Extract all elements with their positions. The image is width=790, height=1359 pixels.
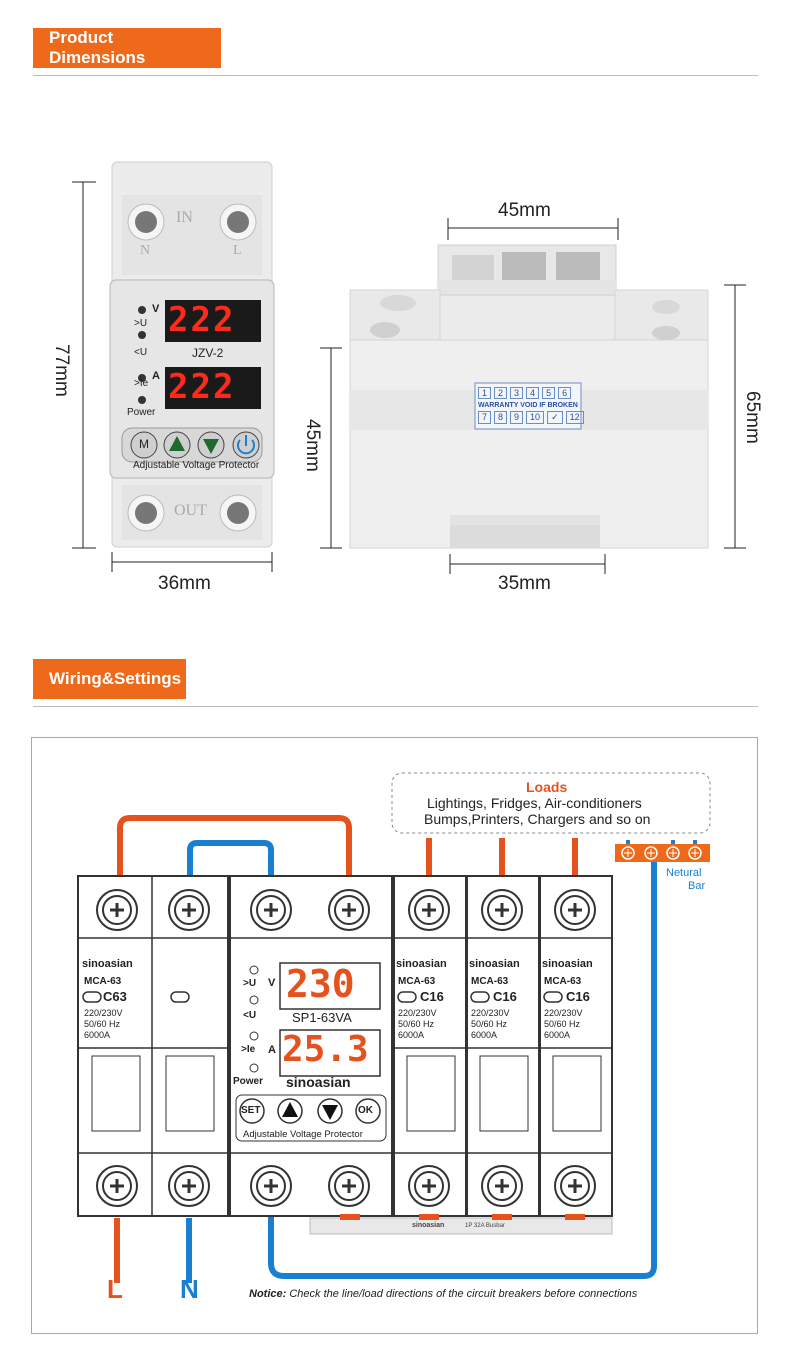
wiring-diagram-frame (31, 737, 758, 1334)
busbar-label: 1P 32A Busbar (465, 1223, 505, 1229)
front-btn-m: M (139, 437, 149, 451)
busbar-brand: sinoasian (412, 1222, 445, 1229)
protector-set-button: SET (241, 1105, 261, 1116)
loads-title: Loads (526, 779, 568, 795)
warranty-num: 10 (526, 411, 545, 424)
brand-label: sinoasian (82, 958, 133, 970)
spec-line: 50/60 Hz (84, 1019, 121, 1029)
spec-line: 50/60 Hz (398, 1019, 435, 1029)
loads-line-1: Lightings, Fridges, Air-conditioners (427, 795, 642, 811)
spec-line: 50/60 Hz (544, 1019, 581, 1029)
notice-text: Check the line/load directions of the ci… (289, 1288, 638, 1300)
warranty-text: WARRANTY VOID IF BROKEN (478, 402, 578, 409)
protector-display-current: 25.3 (282, 1029, 369, 1070)
line-label: L (107, 1274, 123, 1304)
front-ind-under-u: <U (134, 347, 148, 358)
spec-line: 220/230V (398, 1008, 437, 1018)
dim-side-top-width: 45mm (498, 200, 551, 221)
spec-line: 6000A (471, 1030, 498, 1040)
protector-ind-under-u: <U (243, 1010, 257, 1021)
dim-side-total-height: 65mm (742, 391, 763, 444)
branch-model-1: MCA-63 (398, 976, 436, 987)
warranty-num: 9 (510, 411, 524, 424)
warranty-num: 3 (510, 387, 524, 399)
warranty-num: ✓ (547, 411, 563, 424)
protector-ind-over-u: >U (243, 978, 257, 989)
warranty-num: 5 (542, 387, 556, 399)
protector-ok-button: OK (358, 1105, 373, 1116)
branch-model-2: MCA-63 (471, 976, 509, 987)
spec-line: 220/230V (84, 1008, 123, 1018)
front-ind-over-u: >U (134, 318, 148, 329)
terminal-in-label: IN (176, 209, 193, 226)
front-display-bottom: 222 (168, 367, 236, 407)
spec-line: 6000A (544, 1030, 571, 1040)
section-divider (33, 706, 758, 707)
terminal-n-label: N (140, 243, 151, 258)
protector-display-voltage: 230 (286, 962, 355, 1006)
protector-brand: sinoasian (286, 1074, 351, 1090)
protector-ind-over-i: >Ie (241, 1044, 256, 1055)
front-unit-v: V (152, 303, 160, 315)
front-view-device (72, 161, 275, 572)
warranty-num: 6 (558, 387, 572, 399)
warranty-num: 8 (494, 411, 508, 424)
dim-side-bottom-width: 35mm (498, 573, 551, 594)
main-breaker-specs: 220/230V 50/60 Hz 6000A (84, 1008, 123, 1041)
front-unit-a: A (152, 370, 160, 382)
warranty-num: 7 (478, 411, 492, 424)
neutral-bar-label: Netural (666, 867, 702, 879)
front-model: JZV-2 (192, 346, 224, 360)
loads-line-2: Bumps,Printers, Chargers and so on (424, 811, 651, 827)
neutral-label: N (180, 1274, 199, 1304)
neutral-bar-label-2: Bar (688, 880, 706, 892)
terminal-out-label: OUT (174, 502, 207, 519)
section-title-wiring: Wiring&Settings (33, 659, 186, 699)
spec-line: 220/230V (471, 1008, 510, 1018)
main-breaker-rating: C63 (103, 989, 127, 1004)
wiring-diagram (77, 772, 711, 1283)
warranty-num: 4 (526, 387, 540, 399)
warranty-numbers-top: 1 2 3 4 5 6 (478, 387, 572, 399)
notice-prefix: Notice: (249, 1288, 287, 1300)
spec-line: 50/60 Hz (471, 1019, 508, 1029)
spec-line: 6000A (84, 1030, 111, 1040)
protector-ind-power: Power (233, 1076, 264, 1087)
dim-side-inner-height: 45mm (302, 419, 323, 472)
front-display-top: 222 (168, 300, 236, 340)
side-view-device (320, 218, 746, 574)
terminal-l-label: L (233, 243, 242, 258)
spec-line: 220/230V (544, 1008, 583, 1018)
warranty-numbers-bottom: 7 8 9 10 ✓ 12 (478, 411, 584, 424)
protector-unit-a: A (268, 1044, 276, 1056)
warranty-num: 2 (494, 387, 508, 399)
dim-front-width: 36mm (158, 573, 211, 594)
branch-specs-1: 220/230V 50/60 Hz 6000A (398, 1008, 437, 1041)
branch-rating-3: C16 (566, 989, 590, 1004)
branch-rating-1: C16 (420, 989, 444, 1004)
front-ind-over-i: >Ie (134, 378, 149, 389)
protector-unit-v: V (268, 977, 276, 989)
branch-brand-1: sinoasian (396, 958, 447, 970)
front-caption: Adjustable Voltage Protector (133, 460, 260, 471)
branch-brand-3: sinoasian (542, 958, 593, 970)
branch-specs-2: 220/230V 50/60 Hz 6000A (471, 1008, 510, 1041)
section-title-dimensions: Product Dimensions (33, 28, 221, 68)
warranty-num: 1 (478, 387, 492, 399)
branch-specs-3: 220/230V 50/60 Hz 6000A (544, 1008, 583, 1041)
protector-caption: Adjustable Voltage Protector (243, 1129, 363, 1140)
spec-line: 6000A (398, 1030, 425, 1040)
protector-model: SP1-63VA (292, 1010, 352, 1025)
front-ind-power: Power (127, 407, 156, 418)
branch-brand-2: sinoasian (469, 958, 520, 970)
warranty-num: 12 (565, 411, 584, 424)
dim-front-height: 77mm (51, 344, 72, 397)
branch-rating-2: C16 (493, 989, 517, 1004)
notice: Notice: Check the line/load directions o… (249, 1288, 637, 1300)
section-divider (33, 75, 758, 76)
branch-model-3: MCA-63 (544, 976, 582, 987)
main-breaker-model: MCA-63 (84, 976, 122, 987)
